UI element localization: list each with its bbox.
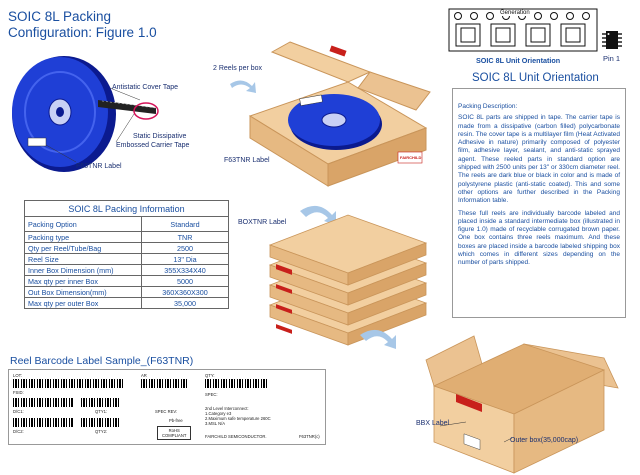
reel-illustration	[12, 56, 159, 172]
packing-info-table: SOIC 8L Packing Information Packing Opti…	[24, 200, 229, 309]
unit-orientation-heading: SOIC 8L Unit Orientation	[472, 72, 599, 84]
table-title: SOIC 8L Packing Information	[24, 200, 229, 217]
barcode-qty	[205, 379, 269, 388]
barcode-ar	[141, 379, 187, 388]
fairchild-mark: FAIRCHILD	[400, 155, 422, 160]
outer-box-illustration	[425, 335, 619, 474]
barcode-lot	[13, 379, 123, 388]
description-para1: SOIC 8L parts are shipped in tape. The c…	[458, 114, 620, 205]
box-side	[327, 127, 427, 187]
reel-label-patch	[27, 137, 47, 147]
barcode-qty1	[81, 398, 119, 407]
outer-box-label: Outer box(35,000cap)	[510, 437, 579, 444]
lid-label	[329, 45, 347, 57]
outer-box-side	[513, 369, 605, 474]
unit-orientation-figure: Generation SOIC 8L Unit Orientation Pin …	[440, 4, 640, 66]
unit-orientation-caption: SOIC 8L Unit Orientation	[476, 56, 561, 65]
table-header-row: Packing Option Standard	[24, 216, 229, 232]
description-para2: These full reels are individually barcod…	[458, 209, 620, 267]
packing-description: Packing Description: SOIC 8L parts are s…	[452, 88, 626, 318]
box-f63tnr-label: F63TNR Label	[224, 157, 270, 164]
barcode-dc2	[13, 418, 73, 427]
table-row: Inner Box Dimension (mm)355X334X40	[24, 264, 229, 276]
carrier-tape	[98, 100, 156, 114]
reels-per-box-label: 2 Reels per box	[213, 65, 263, 72]
stacked-boxes-illustration	[268, 205, 428, 349]
bbx-label: BBX Label	[416, 420, 450, 427]
pin1-label: Pin 1	[603, 54, 621, 63]
interconnect-info: 2nd Level Interconnect: 1.Category e3 2.…	[205, 406, 271, 426]
barcode-qty2	[81, 418, 119, 427]
arrow-icon-2	[300, 205, 336, 225]
barcode-dc1	[13, 398, 73, 407]
cover-tape-label: Antistatic Cover Tape	[112, 84, 179, 91]
barcode-label-sample: LOT: FSID: AR QTY: SPEC: D/C1: QTY1: D/C…	[8, 369, 326, 445]
carrier-tape-diagram	[448, 8, 598, 52]
arrow-icon	[230, 80, 256, 93]
description-heading: Packing Description:	[458, 103, 518, 110]
tape-caption: Generation	[500, 10, 530, 16]
arrow-icon-3	[360, 329, 396, 349]
barcode-sample-title: Reel Barcode Label Sample_(F63TNR)	[10, 355, 194, 367]
intermediate-box-illustration	[248, 41, 431, 187]
boxtnr-label: BOXTNR Label	[238, 219, 287, 226]
reel-f63tnr-label: F63TNR Label	[76, 163, 122, 170]
box-lid	[270, 41, 372, 83]
tape-highlight-circle	[133, 102, 159, 120]
rohs-badge: RoHS COMPLIANT	[157, 426, 192, 440]
chip-icon	[602, 31, 622, 49]
bbx-label-patch	[456, 394, 482, 412]
page-title: SOIC 8L Packing Configuration: Figure 1.…	[8, 9, 157, 40]
carrier-tape-label: Static Dissipative Embossed Carrier Tape	[116, 133, 190, 149]
table-row: Out Box Dimension(mm)360X360X300	[24, 286, 229, 298]
